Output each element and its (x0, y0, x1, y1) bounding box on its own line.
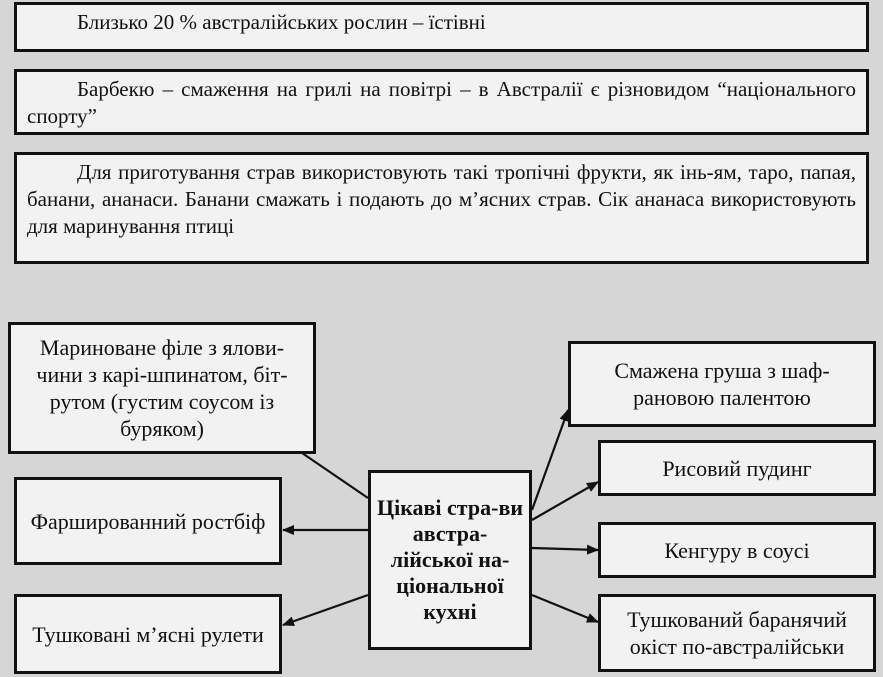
dish-left-2: Фаршированний ростбіф (14, 477, 282, 565)
center-title: Цікаві стра-ви австра-лійської на-ціонал… (376, 495, 524, 624)
dish-right-4-label: Тушкований баранячий окіст по-австралійс… (627, 607, 847, 659)
fact-box-3: Для приготування страв використовують та… (14, 152, 869, 264)
dish-right-4: Тушкований баранячий окіст по-австралійс… (598, 594, 876, 672)
dish-right-3-label: Кенгуру в соусі (664, 537, 810, 563)
arrow-to-left-3 (282, 593, 369, 627)
arrow-to-right-1 (530, 409, 570, 511)
dish-right-2: Рисовий пудинг (598, 440, 876, 496)
dish-left-3: Тушковані м’ясні рулети (14, 594, 282, 674)
arrow-to-right-3 (531, 544, 599, 555)
center-box: Цікаві стра-ви австра-лійської на-ціонал… (368, 470, 532, 650)
fact-text-2: Барбекю – смаження на грилі на повітрі –… (27, 77, 856, 128)
fact-box-1: Близько 20 % австралійських рослин – їст… (14, 2, 869, 52)
dish-left-1: Мариноване філе з ялови-чини з карі-шпин… (8, 322, 316, 454)
dish-right-1-label: Смажена груша з шаф-рановою палентою (614, 358, 830, 410)
dish-right-3: Кенгуру в соусі (598, 522, 876, 578)
dish-left-2-label: Фаршированний ростбіф (30, 508, 266, 534)
dish-left-1-label: Мариноване філе з ялови-чини з карі-шпин… (36, 335, 288, 441)
fact-box-2: Барбекю – смаження на грилі на повітрі –… (14, 69, 869, 135)
arrow-to-right-4 (531, 593, 599, 624)
fact-text-3: Для приготування страв використовують та… (27, 160, 856, 238)
dish-right-2-label: Рисовий пудинг (662, 455, 812, 481)
fact-text-1: Близько 20 % австралійських рослин – їст… (77, 10, 486, 34)
dish-right-1: Смажена груша з шаф-рановою палентою (568, 341, 876, 427)
arrow-to-right-2 (531, 481, 599, 521)
dish-left-3-label: Тушковані м’ясні рулети (32, 621, 264, 647)
